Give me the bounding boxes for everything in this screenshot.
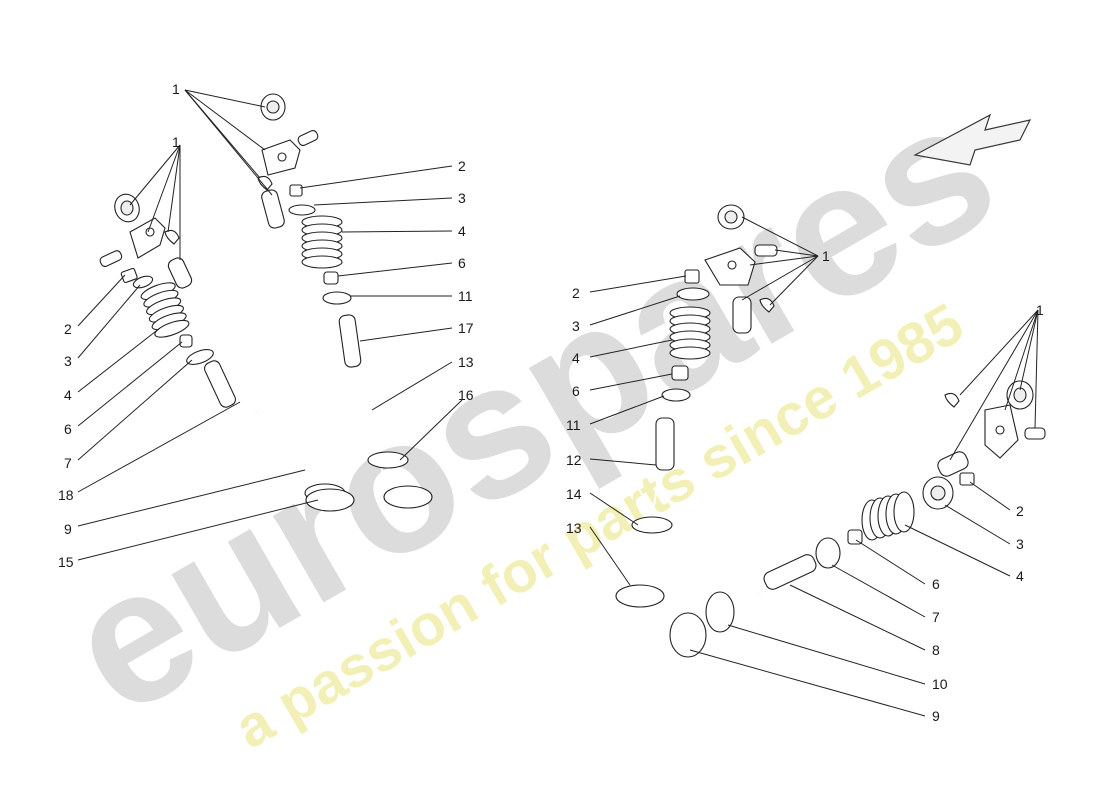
callout-far-10: 10	[932, 676, 948, 692]
callout-far-7: 7	[932, 609, 940, 625]
watermark: eurospares a passion for parts since 198…	[35, 60, 1032, 761]
callout-left-7: 7	[64, 455, 72, 471]
callout-left-2: 2	[64, 321, 72, 337]
far-right-valve-stack	[669, 472, 975, 658]
far-right-rocker-group	[937, 380, 1046, 477]
callout-far-1: 1	[1036, 302, 1044, 318]
callout-left-4: 4	[64, 387, 72, 403]
callout-left-18: 18	[58, 487, 74, 503]
mid-valve-stack	[288, 184, 433, 509]
callout-far-4: 4	[1016, 568, 1024, 584]
leader-lines	[77, 89, 1039, 717]
callout-left-15: 15	[58, 554, 74, 570]
callout-left-6: 6	[64, 421, 72, 437]
left-valve-stack	[120, 267, 355, 512]
callout-far-3: 3	[1016, 536, 1024, 552]
callout-right-6: 6	[572, 383, 580, 399]
callout-labels: 1 1 2 3 4 6 7 18 9 15 2 3 4 6 11 17 13 1…	[58, 81, 1044, 724]
mid-rocker-group	[257, 93, 319, 229]
callout-mid-11: 11	[458, 288, 473, 304]
callout-mid-3: 3	[458, 190, 466, 206]
left-rocker-group	[99, 193, 193, 289]
callout-mid-16: 16	[458, 387, 474, 403]
callout-mid-2: 2	[458, 158, 466, 174]
callout-far-8: 8	[932, 642, 940, 658]
callout-right-2: 2	[572, 285, 580, 301]
callout-left-9: 9	[64, 521, 72, 537]
callout-right-3: 3	[572, 318, 580, 334]
callout-right-14: 14	[566, 486, 582, 502]
callout-far-6: 6	[932, 576, 940, 592]
callout-far-9: 9	[932, 708, 940, 724]
callout-mid-17: 17	[458, 320, 474, 336]
callout-left-3: 3	[64, 353, 72, 369]
watermark-arrow-icon	[913, 113, 1032, 166]
callout-left-1b: 1	[172, 134, 180, 150]
callout-mid-6: 6	[458, 255, 466, 271]
callout-mid-4: 4	[458, 223, 466, 239]
callout-left-1a: 1	[172, 81, 180, 97]
callout-far-2: 2	[1016, 503, 1024, 519]
watermark-brand: eurospares	[35, 60, 1028, 756]
callout-right-11: 11	[566, 417, 581, 433]
callout-right-1: 1	[822, 248, 830, 264]
callout-mid-13: 13	[458, 354, 474, 370]
callout-right-4: 4	[572, 350, 580, 366]
right-valve-stack	[615, 269, 711, 608]
callout-right-13: 13	[566, 520, 582, 536]
callout-right-12: 12	[566, 452, 582, 468]
